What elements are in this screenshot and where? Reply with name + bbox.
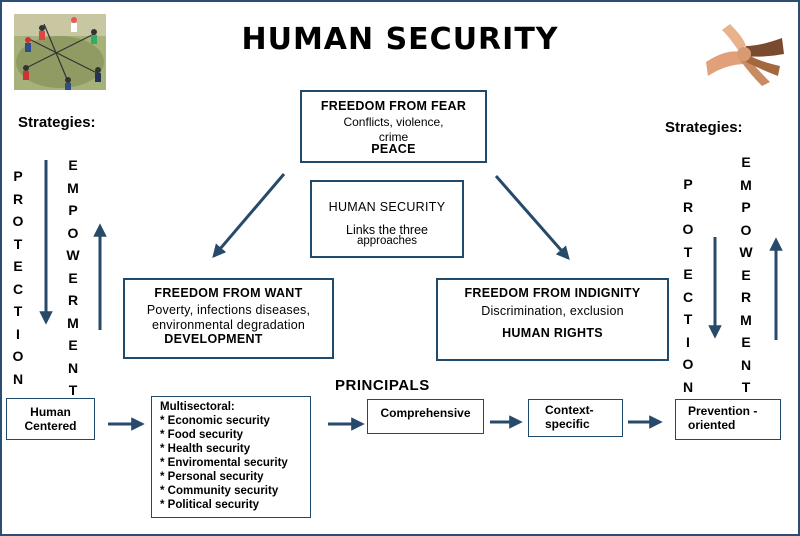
context-specific-box: Context- specific (528, 399, 623, 437)
fear-title: FREEDOM FROM FEAR (320, 99, 467, 113)
strategies-left-label: Strategies: (18, 114, 96, 131)
sector-item: * Economic security (160, 415, 270, 427)
arrow-fear-to-indignity (494, 175, 570, 261)
sector-item: * Community security (160, 485, 279, 497)
multisectoral-title: Multisectoral: (160, 401, 235, 413)
prevention-oriented-box: Prevention - oriented (675, 399, 781, 440)
center-line1: Links the three (346, 223, 428, 237)
fear-line1: Conflicts, violence, (343, 115, 444, 129)
want-tag: DEVELOPMENT (164, 332, 263, 346)
human-centered-line2: Centered (24, 419, 77, 433)
fear-line2: crime (378, 130, 409, 144)
page-title: HUMAN SECURITY (241, 22, 559, 57)
freedom-from-want-box: FREEDOM FROM WANT Poverty, infections di… (123, 278, 334, 359)
strategies-right-label: Strategies: (665, 119, 743, 136)
multisectoral-box: Multisectoral: * Economic security * Foo… (151, 396, 311, 518)
fear-tag: PEACE (371, 142, 416, 156)
principals-label: PRINCIPALS (335, 377, 430, 394)
sector-item: * Personal security (160, 471, 264, 483)
arrow-fear-to-want (212, 173, 286, 259)
want-line1: Poverty, infections diseases, (146, 303, 311, 317)
freedom-from-fear-box: FREEDOM FROM FEAR Conflicts, violence, c… (300, 90, 487, 163)
context-line2: specific (545, 417, 590, 431)
multisectoral-list: Multisectoral: * Economic security * Foo… (152, 397, 310, 512)
want-line2: environmental degradation (151, 318, 306, 332)
joined-hands-photo (700, 16, 788, 88)
comprehensive-box: Comprehensive (367, 399, 484, 434)
want-title: FREEDOM FROM WANT (154, 286, 303, 300)
context-line1: Context- (545, 403, 594, 417)
center-title: HUMAN SECURITY (328, 200, 446, 214)
people-ropes-photo (14, 14, 106, 90)
sector-item: * Political security (160, 499, 260, 511)
prevention-line2: oriented (688, 418, 736, 432)
sector-item: * Food security (160, 429, 244, 441)
center-line2: approaches (356, 235, 418, 247)
human-centered-box: Human Centered (6, 398, 95, 440)
indignity-tag: HUMAN RIGHTS (502, 326, 603, 340)
indignity-line1: Discrimination, exclusion (481, 304, 624, 318)
human-centered-line1: Human (30, 405, 71, 419)
human-security-center-box: HUMAN SECURITY Links the three approache… (310, 180, 464, 258)
sector-item: * Enviromental security (160, 457, 288, 469)
comprehensive-text: Comprehensive (380, 406, 471, 420)
sector-item: * Health security (160, 443, 251, 455)
indignity-title: FREEDOM FROM INDIGNITY (464, 286, 641, 300)
prevention-line1: Prevention - (688, 404, 758, 418)
freedom-from-indignity-box: FREEDOM FROM INDIGNITY Discrimination, e… (436, 278, 669, 361)
